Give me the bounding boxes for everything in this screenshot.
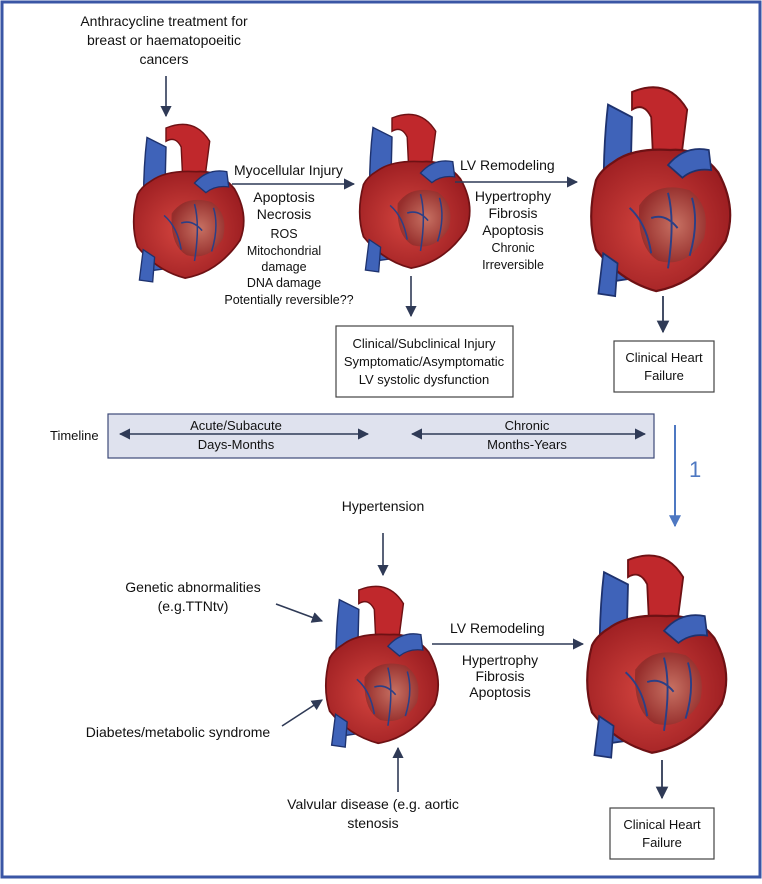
arrow-diabetes	[281, 699, 323, 727]
remodeling-title-top: LV Remodeling	[460, 157, 555, 173]
heart-failure-illustration	[586, 554, 728, 759]
valvular-line-2: stenosis	[347, 815, 398, 831]
heart-injured-illustration	[358, 113, 471, 273]
heart-failure-box-top	[613, 340, 715, 393]
genetic-line-1: Genetic abnormalities	[125, 579, 260, 595]
hypertension-label: Hypertension	[342, 498, 425, 514]
transition-label: 1	[689, 457, 701, 482]
remodeling-top-detail-2: Irreversible	[482, 258, 544, 272]
timeline-chronic-line-1: Chronic	[505, 418, 550, 433]
injury-title: Myocellular Injury	[234, 162, 343, 178]
failure-bottom-line-1: Clinical Heart	[623, 817, 701, 832]
timeline-label: Timeline	[50, 428, 99, 443]
failure-top-line-2: Failure	[644, 368, 684, 383]
injury-detail-4: DNA damage	[247, 276, 321, 290]
failure-bottom-line-2: Failure	[642, 835, 682, 850]
injury-detail-5: Potentially reversible??	[224, 293, 353, 307]
injury-bold-1: Apoptosis	[253, 189, 314, 205]
remodeling-top-detail-1: Chronic	[491, 241, 534, 255]
remodeling-bottom-bold-1: Hypertrophy	[462, 652, 538, 668]
remodeling-bottom-bold-2: Fibrosis	[475, 668, 524, 684]
heart-healthy-illustration	[132, 123, 245, 283]
injury-detail-2: Mitochondrial	[247, 244, 321, 258]
remodeling-top-bold-2: Fibrosis	[488, 205, 537, 221]
injury-detail-3: damage	[261, 260, 306, 274]
treatment-line-1: Anthracycline treatment for	[80, 13, 248, 29]
heart-remodeled-illustration	[590, 86, 732, 298]
genetic-line-2: (e.g.TTNtv)	[158, 598, 229, 614]
heart-comorbidity-illustration	[324, 585, 440, 749]
clinical-injury-box	[335, 325, 514, 398]
valvular-line-1: Valvular disease (e.g. aortic	[287, 796, 459, 812]
remodeling-bottom-bold-3: Apoptosis	[469, 684, 530, 700]
timeline-acute-line-1: Acute/Subacute	[190, 418, 282, 433]
heart-failure-box-bottom	[609, 807, 715, 860]
remodeling-title-bottom: LV Remodeling	[450, 620, 545, 636]
timeline-chronic-line-2: Months-Years	[487, 437, 567, 452]
clinical-box-line-1: Clinical/Subclinical Injury	[352, 336, 496, 351]
remodeling-top-bold-1: Hypertrophy	[475, 188, 551, 204]
injury-bold-2: Necrosis	[257, 206, 311, 222]
timeline-acute-line-2: Days-Months	[198, 437, 275, 452]
arrow-genetic	[275, 603, 324, 623]
remodeling-top-bold-3: Apoptosis	[482, 222, 543, 238]
clinical-box-line-3: LV systolic dysfunction	[359, 372, 490, 387]
diabetes-label: Diabetes/metabolic syndrome	[86, 724, 271, 740]
clinical-box-line-2: Symptomatic/Asymptomatic	[344, 354, 505, 369]
injury-detail-1: ROS	[270, 227, 297, 241]
treatment-line-2: breast or haematopoeitic	[87, 32, 241, 48]
treatment-line-3: cancers	[139, 51, 188, 67]
failure-top-line-1: Clinical Heart	[625, 350, 703, 365]
